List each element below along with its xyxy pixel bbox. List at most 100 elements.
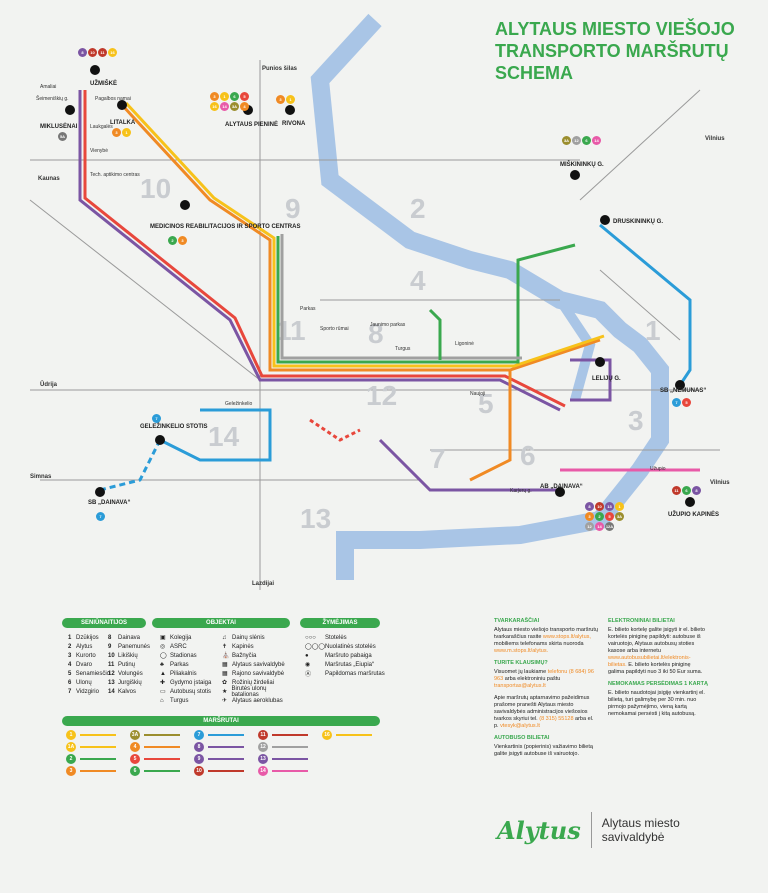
route-badge[interactable]: 1 xyxy=(286,95,295,104)
endpoint-dainava-left-marker[interactable] xyxy=(95,487,105,497)
endpoint-markers[interactable] xyxy=(65,65,695,507)
route-badge: 3A xyxy=(130,730,140,740)
route-badge[interactable]: 5 xyxy=(240,92,249,101)
neighborhood-name: Alytus xyxy=(76,643,93,650)
route-badge[interactable]: 1 xyxy=(220,92,229,101)
endpoint-miskininku-marker[interactable] xyxy=(570,170,580,180)
route-badge[interactable]: 3 xyxy=(210,92,219,101)
route-badge[interactable]: 8 xyxy=(78,48,87,57)
label-miskininku: MIŠKININKŲ G. xyxy=(560,160,604,168)
endpoint-uzmiske-marker[interactable] xyxy=(90,65,100,75)
route-badge[interactable]: 12 xyxy=(585,522,594,531)
route-badge[interactable]: 1 xyxy=(122,128,131,137)
label-miklusenai: MIKLUSĖNAI xyxy=(40,123,78,130)
route-badge[interactable]: 8 xyxy=(692,486,701,495)
route-badge[interactable]: 2 xyxy=(595,512,604,521)
route-badge[interactable]: 8 xyxy=(585,502,594,511)
endpoint-gelezinkelio-marker[interactable] xyxy=(155,435,165,445)
route-badge[interactable]: 5 xyxy=(605,512,614,521)
route-badge[interactable]: 16 xyxy=(210,102,219,111)
object-row: ▣Kolegija xyxy=(160,633,220,642)
route-badge[interactable]: 7 xyxy=(672,398,681,407)
route-badge[interactable]: 16 xyxy=(108,48,117,57)
route-badge[interactable]: 14 xyxy=(592,136,601,145)
endpoint-reabilitacija-marker[interactable] xyxy=(180,200,190,210)
route-badge[interactable]: 12A xyxy=(605,522,614,531)
endpoint-rivona-marker[interactable] xyxy=(285,105,295,115)
map-title-line-1: ALYTAUS MIESTO VIEŠOJO xyxy=(495,19,735,39)
route-badge[interactable]: 14 xyxy=(595,522,604,531)
object-name: Kapinės xyxy=(232,643,254,650)
label-dainava-left: SB „DAINAVA“ xyxy=(88,500,130,506)
route-badge[interactable]: 10 xyxy=(595,502,604,511)
route-legend-item: 6 xyxy=(130,766,180,776)
route-badge[interactable]: 1 xyxy=(615,502,624,511)
route-badge[interactable]: 7 xyxy=(96,512,105,521)
route-badge[interactable]: 3A xyxy=(615,512,624,521)
route-badge[interactable]: 6 xyxy=(230,92,239,101)
stop-label-7: Parkas xyxy=(300,306,316,312)
schedule-title: TVARKARAŠČIAI xyxy=(494,618,540,624)
object-name: Rožinių žirdeliai xyxy=(232,679,275,686)
legend-objects-col2: ♫Dainų slėnis ✝Kapinės ⛪Bažnyčia ▦Alytau… xyxy=(222,633,292,705)
district-11: 11 xyxy=(276,315,306,346)
object-row: ♣Parkas xyxy=(160,660,220,669)
route-badge[interactable]: 5A xyxy=(58,132,67,141)
neighborhood-num: 4 xyxy=(68,661,72,668)
route-badge[interactable]: 10 xyxy=(88,48,97,57)
object-icon: ✚ xyxy=(160,680,166,686)
route-badge[interactable]: 3 xyxy=(178,236,187,245)
mark-row: ●Maršruto pabaiga xyxy=(305,651,385,660)
schedule-link-2[interactable]: www.m.stops.lt/alytus. xyxy=(494,648,549,654)
route-line-swatch xyxy=(80,746,116,748)
endpoint-miklusenai-marker[interactable] xyxy=(65,105,75,115)
route-badge[interactable]: 2 xyxy=(168,236,177,245)
route-badge[interactable]: 7 xyxy=(152,414,161,423)
schedule-link[interactable]: www.stops.lt/alytus, xyxy=(542,634,591,640)
route-badge: 2 xyxy=(66,754,76,764)
route-badge[interactable]: 6 xyxy=(582,136,591,145)
route-badge[interactable]: 14 xyxy=(220,102,229,111)
river-nemunas xyxy=(310,13,669,580)
endpoint-litalka-marker[interactable] xyxy=(117,100,127,110)
endpoint-ab-dainava-marker[interactable] xyxy=(555,487,565,497)
legend-marks: ○○○Stotelės ◯◯◯Nuolatinės stotelės ●Marš… xyxy=(305,633,385,679)
stop-label-4: Laukgalės xyxy=(90,124,113,130)
route-badge[interactable]: 13 xyxy=(605,502,614,511)
route-badge[interactable]: 11 xyxy=(672,486,681,495)
report-phone[interactable]: (8 315) 55128 xyxy=(539,716,574,722)
route-badge[interactable]: 5 xyxy=(682,398,691,407)
route-badge[interactable]: 3 xyxy=(276,95,285,104)
report-email[interactable]: vtesyk@alytus.lt xyxy=(500,723,540,729)
route-badge[interactable]: 3A xyxy=(562,136,571,145)
route-badge[interactable]: 4 xyxy=(240,102,249,111)
route-badge[interactable]: 11 xyxy=(98,48,107,57)
mark-name: Maršrutas „Eiupia“ xyxy=(325,661,375,668)
questions-phone[interactable]: telefonu (8 684) 96 963 xyxy=(494,669,594,682)
route-badge[interactable]: 3A xyxy=(230,102,239,111)
report-text: Apie maršrutų aptarnavimo pažeidimus pra… xyxy=(494,695,590,722)
questions-email[interactable]: transportas@alytus.lt xyxy=(494,683,546,689)
endpoint-druskininku-marker[interactable] xyxy=(600,215,610,225)
eticket-link[interactable]: www.autobusubilietai.lt/elektronis-bilie… xyxy=(608,655,691,668)
route-badge: 9 xyxy=(194,754,204,764)
route-badge[interactable]: 6 xyxy=(682,486,691,495)
object-icon: ◎ xyxy=(160,644,166,650)
object-row: ✿Rožinių žirdeliai xyxy=(222,678,292,687)
endpoint-uzupio-marker[interactable] xyxy=(685,497,695,507)
endpoint-nemunas-marker[interactable] xyxy=(675,380,685,390)
route-badge[interactable]: 3 xyxy=(585,512,594,521)
road-vilnius-top: Vilnius xyxy=(705,136,725,142)
endpoint-leliju-marker[interactable] xyxy=(595,357,605,367)
object-name: Alytaus savivaldybė xyxy=(232,661,285,668)
route-badge: 10 xyxy=(194,766,204,776)
stop-label-10: Turgus xyxy=(395,346,411,352)
label-uzmiske: UŽMIŠKĖ xyxy=(90,79,117,87)
route-legend-item: 10 xyxy=(194,766,244,776)
stop-label-13: Karjerų g. xyxy=(510,488,532,494)
route-badge[interactable]: 12 xyxy=(572,136,581,145)
route-badge[interactable]: 3 xyxy=(112,128,121,137)
object-row: ⛪Bažnyčia xyxy=(222,651,292,660)
route-map[interactable]: 10 9 2 4 11 8 12 5 7 6 3 14 13 1 xyxy=(0,0,768,600)
neighborhood-name: Dzūkijos xyxy=(76,634,99,641)
